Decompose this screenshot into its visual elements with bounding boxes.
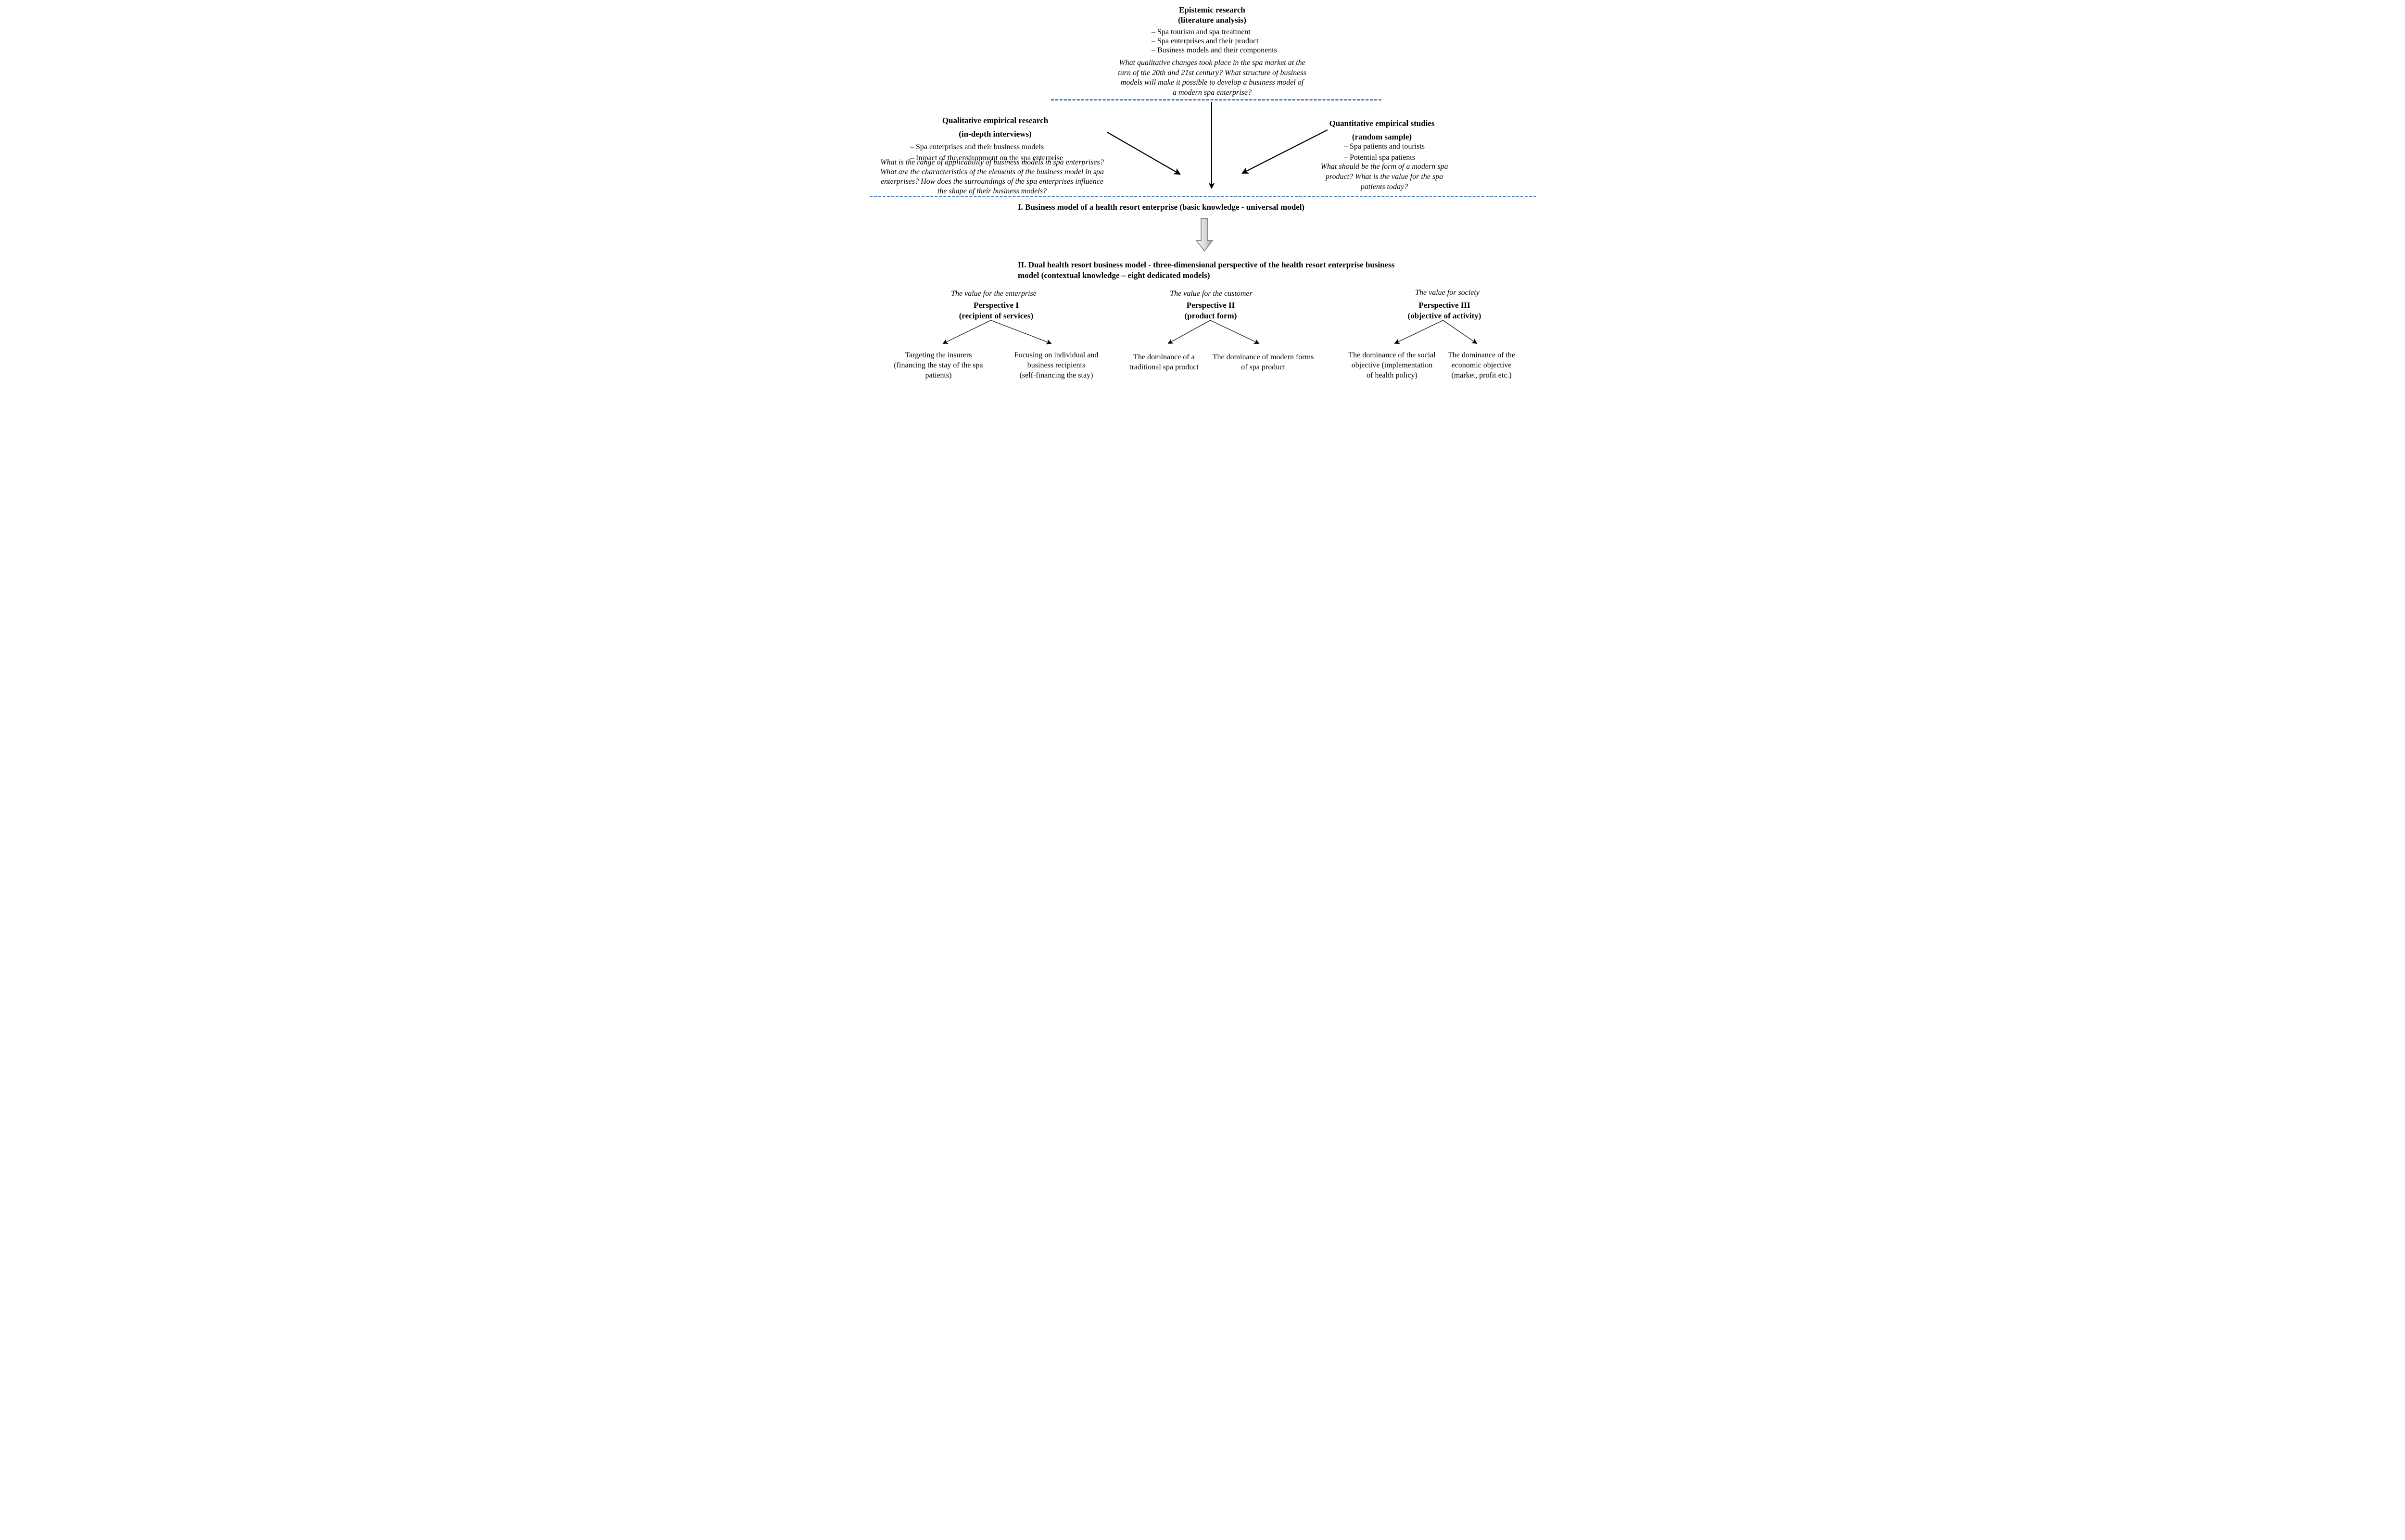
epistemic-research-title: Epistemic research (literature analysis) [1178, 5, 1246, 25]
perspective1-right-leaf: Focusing on individual and business reci… [1014, 351, 1099, 379]
perspective3-value-label: The value for society [1415, 289, 1480, 297]
perspective3-title: Perspective III (objective of activity) [1407, 301, 1481, 320]
stage1-heading: I. Business model of a health resort ent… [1018, 202, 1305, 212]
perspective1-left-leaf: Targeting the insurers (financing the st… [894, 351, 983, 379]
perspective1-right-branch-arrow [990, 320, 1052, 344]
qualitative-research-title: Qualitative empirical research (in-depth… [942, 116, 1049, 139]
perspective1-title: Perspective I (recipient of services) [959, 301, 1034, 320]
quantitative-research-topics: – Spa patients and tourists – Potential … [1344, 142, 1425, 162]
quantitative-research-question: What should be the form of a modern spa … [1320, 163, 1448, 191]
perspective2-left-branch-arrow [1167, 320, 1211, 344]
research-methodology-diagram: Epistemic research (literature analysis)… [866, 0, 1539, 385]
epistemic-research-question: What qualitative changes took place in t… [1118, 59, 1306, 97]
stage2-heading: II. Dual health resort business model - … [1018, 260, 1395, 280]
perspective1-value-label: The value for the enterprise [951, 290, 1037, 298]
epistemic-research-topics: – Spa tourism and spa treatment – Spa en… [1152, 28, 1277, 54]
perspective2-title: Perspective II (product form) [1184, 301, 1237, 320]
perspective2-right-branch-arrow [1210, 320, 1260, 344]
qualitative-research-question: What is the range of applicability of bu… [880, 158, 1104, 195]
quantitative-research-title: Quantitative empirical studies (random s… [1329, 119, 1435, 141]
perspective3-right-leaf: The dominance of the economic objective … [1448, 351, 1515, 379]
upper-dashed-divider [1051, 99, 1381, 101]
stage-transition-block-arrow [1195, 218, 1214, 252]
qualitative-research-topics: – Spa enterprises and their business mod… [910, 143, 1063, 162]
perspective2-left-leaf: The dominance of a traditional spa produ… [1129, 353, 1199, 371]
perspective2-right-leaf: The dominance of modern forms of spa pro… [1212, 353, 1314, 371]
left-convergence-arrow [1107, 132, 1181, 175]
perspective3-left-branch-arrow [1394, 320, 1443, 344]
perspective3-right-branch-arrow [1443, 320, 1478, 344]
perspective1-left-branch-arrow [942, 320, 991, 344]
perspective3-left-leaf: The dominance of the social objective (i… [1348, 351, 1436, 379]
perspective2-value-label: The value for the customer [1170, 290, 1253, 298]
lower-dashed-divider [870, 196, 1536, 197]
